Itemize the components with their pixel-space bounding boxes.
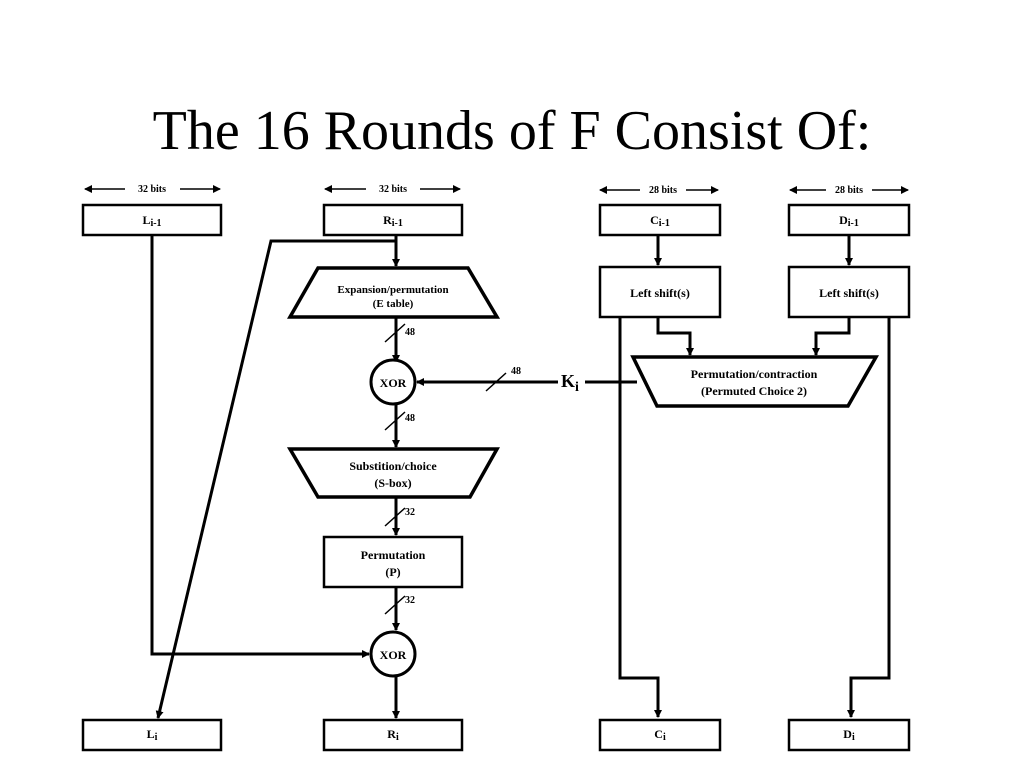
width-indicator-d: 28 bits xyxy=(789,185,909,196)
output-box-d: Di xyxy=(787,718,911,752)
pc2-box: Permutation/contraction (Permuted Choice… xyxy=(630,355,880,408)
d-shift-to-di-arrow xyxy=(847,317,891,718)
bus-tick-e-out xyxy=(384,323,406,343)
output-box-r: Ri xyxy=(322,718,464,752)
c-shift-to-ci-arrow xyxy=(618,317,662,718)
width-label-r: 32 bits xyxy=(379,184,407,195)
svg-text:Permutation/contraction: Permutation/contraction xyxy=(691,367,818,381)
svg-text:Expansion/permutation: Expansion/permutation xyxy=(337,284,448,296)
bus-tick-key-in xyxy=(485,372,507,392)
svg-text:Di-1: Di-1 xyxy=(839,213,859,229)
bus-width-e-out: 48 xyxy=(405,327,415,338)
svg-text:(Permuted Choice 2): (Permuted Choice 2) xyxy=(701,384,807,398)
svg-text:XOR: XOR xyxy=(380,648,407,662)
bus-width-xor-out: 48 xyxy=(405,413,415,424)
svg-text:XOR: XOR xyxy=(380,376,407,390)
width-indicator-c: 28 bits xyxy=(599,185,719,196)
bus-width-p-out: 32 xyxy=(405,595,415,606)
bus-width-sbox-out: 32 xyxy=(405,507,415,518)
svg-text:Substition/choice: Substition/choice xyxy=(349,459,437,473)
width-label-l: 32 bits xyxy=(138,184,166,195)
svg-text:(S-box): (S-box) xyxy=(374,476,411,490)
input-box-d: Di-1 xyxy=(787,203,911,237)
svg-text:Ri-1: Ri-1 xyxy=(383,213,403,229)
svg-text:Ci-1: Ci-1 xyxy=(650,213,670,229)
svg-text:Di: Di xyxy=(843,727,855,743)
width-indicator-l: 32 bits xyxy=(84,184,221,195)
svg-text:Li: Li xyxy=(147,727,158,743)
svg-text:Permutation: Permutation xyxy=(361,548,426,562)
svg-text:(E table): (E table) xyxy=(373,298,414,310)
output-box-c: Ci xyxy=(598,718,722,752)
width-indicator-r: 32 bits xyxy=(324,184,461,195)
svg-text:Left shift(s): Left shift(s) xyxy=(819,286,879,300)
slide-title: The 16 Rounds of F Consist Of: xyxy=(152,100,872,162)
sbox-box: Substition/choice (S-box) xyxy=(286,447,500,499)
left-shift-box-c: Left shift(s) xyxy=(598,265,722,319)
c-shift-to-pc2-arrow xyxy=(656,317,694,356)
expansion-box: Expansion/permutation (E table) xyxy=(286,266,501,319)
bus-tick-xor-out xyxy=(384,411,406,431)
bus-tick-p-out xyxy=(384,595,406,615)
svg-text:Ri: Ri xyxy=(387,727,399,743)
d-shift-to-pc2-arrow xyxy=(812,317,851,356)
width-label-c: 28 bits xyxy=(649,185,677,196)
width-label-d: 28 bits xyxy=(835,185,863,196)
l-to-xor-line xyxy=(150,235,370,658)
xor-node-lower: XOR xyxy=(369,630,417,678)
bus-width-key-in: 48 xyxy=(511,366,521,377)
input-box-c: Ci-1 xyxy=(598,203,722,237)
left-shift-box-d: Left shift(s) xyxy=(787,265,911,319)
input-box-l: Li-1 xyxy=(81,203,223,237)
permutation-box: Permutation (P) xyxy=(322,535,464,589)
output-box-l: Li xyxy=(81,718,223,752)
xor-node-upper: XOR xyxy=(369,358,417,406)
bus-tick-sbox-out xyxy=(384,507,406,527)
svg-text:Left shift(s): Left shift(s) xyxy=(630,286,690,300)
svg-text:(P): (P) xyxy=(385,565,400,579)
key-label: Ki xyxy=(561,371,579,395)
input-box-r: Ri-1 xyxy=(322,203,464,237)
svg-text:Ci: Ci xyxy=(654,727,666,743)
svg-text:Li-1: Li-1 xyxy=(142,213,161,229)
r-to-li-line xyxy=(155,239,396,719)
